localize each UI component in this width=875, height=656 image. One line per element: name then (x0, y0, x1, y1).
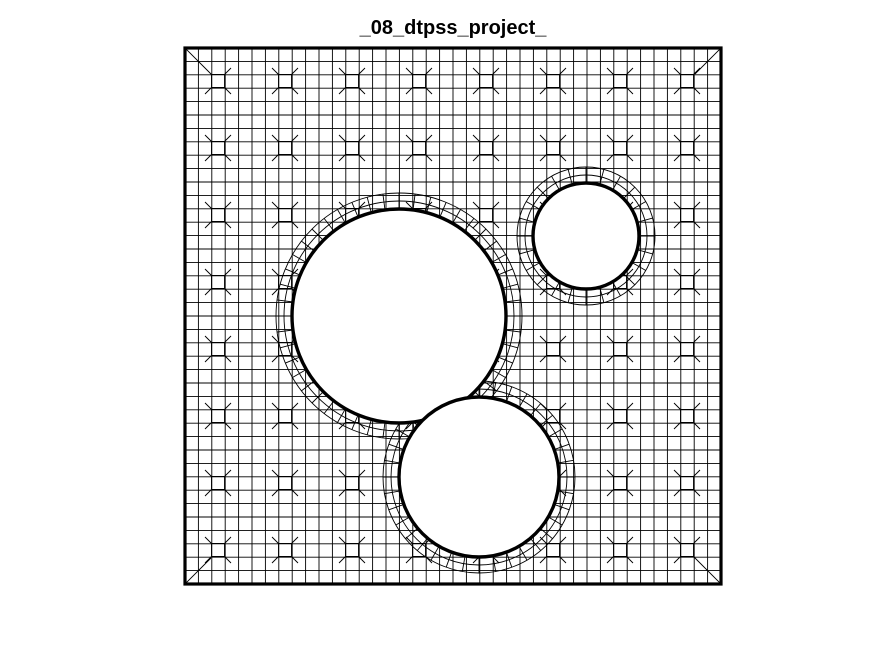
hole-ring-line (524, 174, 648, 298)
domain-boundary (183, 46, 723, 586)
hole-ring-line (275, 192, 523, 440)
hole-large-center-left (290, 207, 508, 425)
figure-title: _08_dtpss_project_ (359, 17, 547, 39)
hole-small-upper-right (531, 181, 641, 291)
hole-ring-line (516, 166, 656, 306)
hole-medium-lower (397, 395, 561, 559)
